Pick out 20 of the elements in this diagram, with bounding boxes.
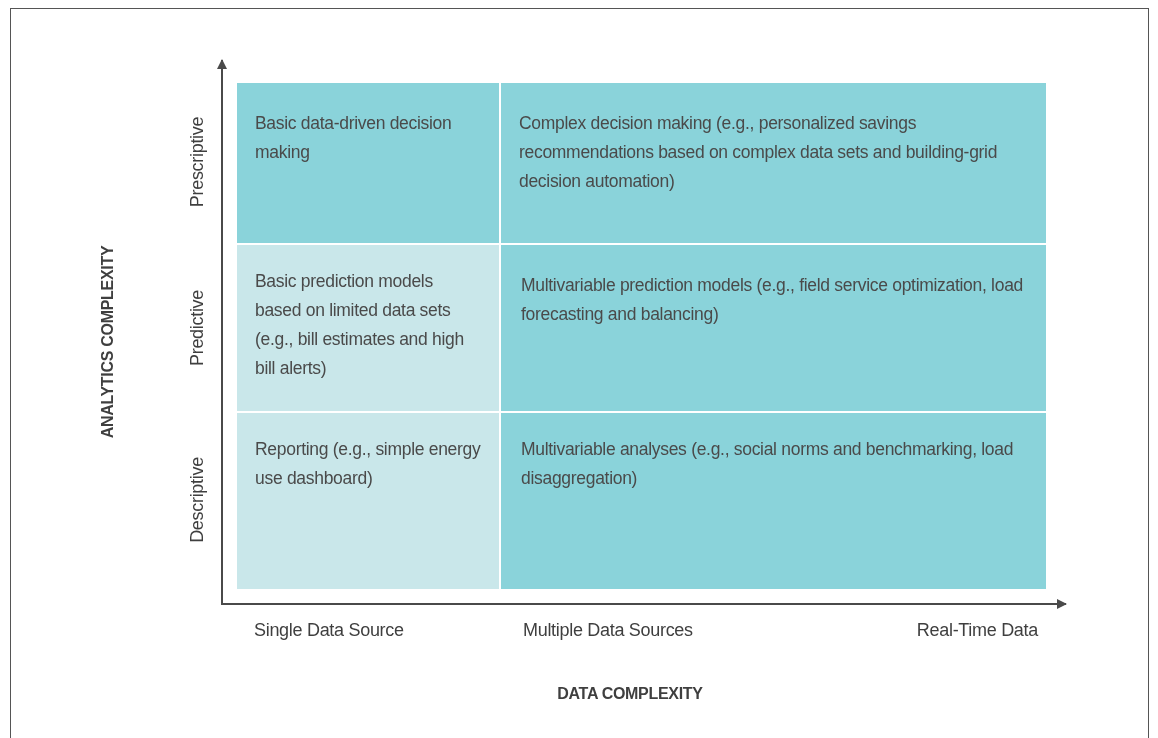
matrix-cell: [237, 83, 499, 243]
axis-tick-label: Single Data Source: [254, 619, 404, 641]
axis-title: ANALYTICS COMPLEXITY: [99, 245, 117, 439]
axis-tick-label: Predictive: [186, 290, 208, 366]
matrix-cell: [237, 245, 499, 411]
cell-text: Multivariable prediction models (e.g., field service optimization, load forecasting and balancing): [521, 274, 1024, 326]
axis-title: DATA COMPLEXITY: [557, 685, 703, 703]
axis-tick-label: Multiple Data Sources: [523, 619, 693, 641]
matrix-cell: [501, 245, 1046, 411]
axis-tick-label: Prescriptive: [186, 116, 208, 208]
matrix-cell: [501, 413, 1046, 589]
axis-tick-label: Real-Time Data: [916, 619, 1038, 641]
cell-text: Basic data-driven decision making: [255, 112, 453, 164]
axis-tick-label: Descriptive: [186, 457, 208, 543]
cell-text: Basic prediction models based on limited data sets (e.g., bill estimates and high bill alerts): [255, 270, 465, 380]
cell-text: Reporting (e.g., simple energy use dashboard): [255, 438, 481, 490]
cell-text: Complex decision making (e.g., personalized savings recommendations based on complex data sets and building-grid decision automation): [519, 112, 999, 193]
matrix-cell: [501, 83, 1046, 243]
cell-text: Multivariable analyses (e.g., social norms and benchmarking, load disaggregation): [521, 438, 1015, 490]
matrix-cell: [237, 413, 499, 589]
